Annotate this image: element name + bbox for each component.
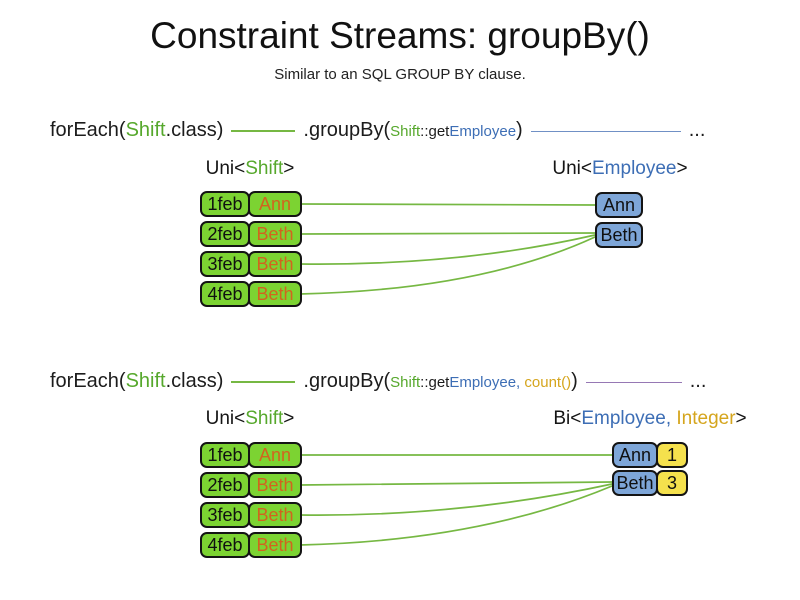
label2-open: Uni< xyxy=(552,158,592,179)
code1-arg-type: Employee xyxy=(449,123,517,140)
label1-type: Shift xyxy=(245,158,284,179)
connector2-2feb-to-beth xyxy=(299,481,613,486)
connector2-4feb-to-beth xyxy=(299,485,613,546)
label1-open: Uni< xyxy=(205,158,246,179)
shift-employee-cell: Beth xyxy=(248,532,302,558)
employee-box: Ann xyxy=(612,442,658,468)
shift-employee-cell: Beth xyxy=(248,251,302,277)
code1-groupby-open: .groupBy( xyxy=(303,119,391,141)
employee-count-group: Ann 1 Beth 3 xyxy=(612,442,688,498)
connector-1feb-to-ann xyxy=(299,203,596,206)
result-row: Beth 3 xyxy=(612,470,688,496)
shift-employee-cell: Beth xyxy=(248,221,302,247)
label-bi-employee-integer: Bi<Employee, Integer> xyxy=(540,408,760,430)
shift-date-cell: 4feb xyxy=(200,532,250,558)
label4-close: > xyxy=(735,408,747,429)
page-title: Constraint Streams: groupBy() xyxy=(150,15,650,56)
shift-employee-cell: Beth xyxy=(248,502,302,528)
shift-employee-cell: Beth xyxy=(248,281,302,307)
shift-row: 3feb Beth xyxy=(200,502,302,528)
code-line-2: forEach(Shift.class) .groupBy(Shift::get… xyxy=(50,368,706,396)
shift-table-2: 1feb Ann 2feb Beth 3feb Beth 4feb Beth xyxy=(200,442,302,562)
code1-shift-class: Shift xyxy=(125,119,166,141)
label4-open: Bi< xyxy=(553,408,582,429)
label3-open: Uni< xyxy=(205,408,246,429)
count-box: 3 xyxy=(656,470,688,496)
shift-row: 1feb Ann xyxy=(200,442,302,468)
code2-separator: , xyxy=(516,374,525,391)
code2-groupby-close: ) xyxy=(571,370,578,392)
shift-date-cell: 3feb xyxy=(200,502,250,528)
employee-group-1: Ann Beth xyxy=(595,192,643,252)
label-uni-shift-1: Uni<Shift> xyxy=(200,158,300,180)
connector2-3feb-to-beth xyxy=(299,483,613,516)
label4-separator: , xyxy=(665,408,677,429)
code2-shift-class: Shift xyxy=(125,370,166,392)
code2-groupby-open: .groupBy( xyxy=(303,370,391,392)
code2-foreach-open: forEach( xyxy=(50,370,126,392)
shift-employee-cell: Ann xyxy=(248,191,302,217)
shift-date-cell: 3feb xyxy=(200,251,250,277)
result-row: Ann 1 xyxy=(612,442,688,468)
shift-date-cell: 1feb xyxy=(200,191,250,217)
shift-row: 4feb Beth xyxy=(200,532,302,558)
stream-line-green-2 xyxy=(231,381,296,383)
shift-date-cell: 1feb xyxy=(200,442,250,468)
code1-groupby-close: ) xyxy=(516,119,523,141)
shift-date-cell: 2feb xyxy=(200,472,250,498)
shift-row: 2feb Beth xyxy=(200,221,302,247)
connector-4feb-to-beth xyxy=(299,236,596,295)
code1-foreach-close: .class) xyxy=(165,119,224,141)
shift-row: 2feb Beth xyxy=(200,472,302,498)
employee-box: Ann xyxy=(595,192,643,218)
label2-type: Employee xyxy=(592,158,677,179)
stream-line-blue xyxy=(530,130,681,132)
code-line-1: forEach(Shift.class) .groupBy(Shift::get… xyxy=(50,117,705,145)
label-uni-shift-2: Uni<Shift> xyxy=(200,408,300,430)
code2-arg-accessor: ::get xyxy=(420,374,450,391)
shift-row: 3feb Beth xyxy=(200,251,302,277)
code1-arg-accessor: ::get xyxy=(420,123,450,140)
shift-row: 4feb Beth xyxy=(200,281,302,307)
label4-type2: Integer xyxy=(676,408,736,429)
employee-box: Beth xyxy=(612,470,658,496)
label1-close: > xyxy=(283,158,295,179)
subtitle: Similar to an SQL GROUP BY clause. xyxy=(274,66,526,83)
label3-close: > xyxy=(283,408,295,429)
employee-box: Beth xyxy=(595,222,643,248)
shift-row: 1feb Ann xyxy=(200,191,302,217)
shift-date-cell: 4feb xyxy=(200,281,250,307)
connector-3feb-to-beth xyxy=(299,234,596,265)
code2-foreach-close: .class) xyxy=(165,370,224,392)
label-uni-employee: Uni<Employee> xyxy=(545,158,695,180)
shift-date-cell: 2feb xyxy=(200,221,250,247)
code2-arg-class: Shift xyxy=(390,374,421,391)
stream-line-green-1 xyxy=(231,130,296,132)
code1-arg-class: Shift xyxy=(390,123,421,140)
count-box: 1 xyxy=(656,442,688,468)
shift-employee-cell: Ann xyxy=(248,442,302,468)
code2-arg-type: Employee xyxy=(449,374,517,391)
code1-foreach-open: forEach( xyxy=(50,119,126,141)
label3-type: Shift xyxy=(245,408,284,429)
label2-close: > xyxy=(676,158,688,179)
code2-count-func: count() xyxy=(524,374,572,391)
code1-ellipsis: ... xyxy=(688,119,706,141)
shift-employee-cell: Beth xyxy=(248,472,302,498)
shift-table-1: 1feb Ann 2feb Beth 3feb Beth 4feb Beth xyxy=(200,191,302,311)
connector-2feb-to-beth xyxy=(299,232,596,235)
code2-ellipsis: ... xyxy=(689,370,707,392)
label4-type1: Employee xyxy=(581,408,666,429)
stream-line-purple xyxy=(585,381,682,383)
